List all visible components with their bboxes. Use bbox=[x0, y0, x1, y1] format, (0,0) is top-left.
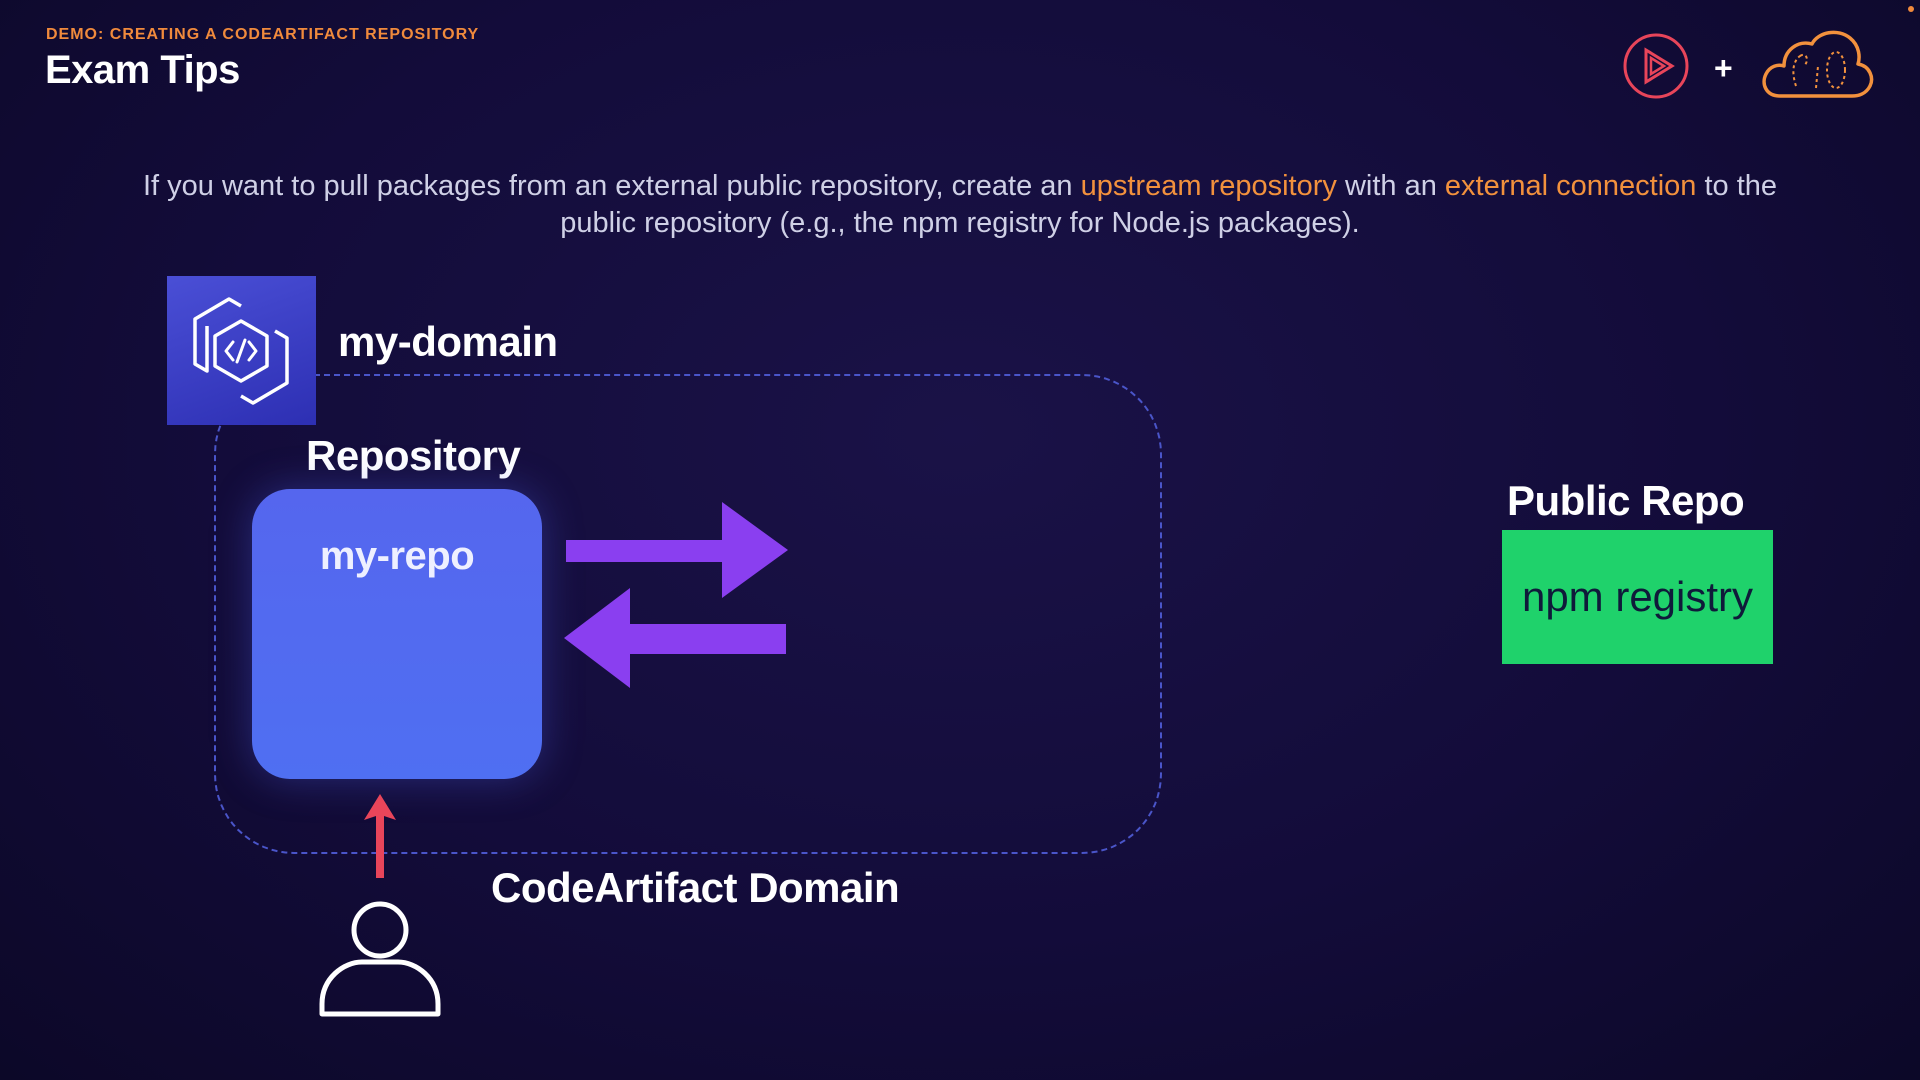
exam-tip-text: If you want to pull packages from an ext… bbox=[120, 168, 1800, 242]
bidirectional-arrows bbox=[564, 502, 788, 688]
tip-text-2: with an bbox=[1336, 170, 1445, 202]
plus-sign: + bbox=[1714, 50, 1733, 86]
tip-text-3: to the public repository (e.g., the npm … bbox=[560, 170, 1778, 239]
repository-label: Repository bbox=[306, 432, 521, 479]
tip-text-1: If you want to pull packages from an ext… bbox=[142, 170, 1081, 202]
repo-name: my-repo bbox=[319, 534, 475, 578]
repository-box: my-repo bbox=[252, 489, 542, 779]
domain-name-label: my-domain bbox=[338, 318, 558, 365]
section-kicker: DEMO: CREATING A CODEARTIFACT REPOSITORY bbox=[46, 26, 480, 43]
page-title: Exam Tips bbox=[45, 48, 240, 92]
pluralsight-play-icon bbox=[1623, 33, 1689, 99]
npm-registry-box: npm registry bbox=[1502, 530, 1773, 664]
user-icon bbox=[319, 901, 441, 1017]
user-access-arrow bbox=[364, 794, 396, 878]
arrow-left bbox=[564, 588, 786, 688]
codeartifact-icon bbox=[167, 276, 316, 425]
tip-highlight-upstream: upstream repository bbox=[1080, 170, 1337, 202]
acloud-guru-cloud-icon bbox=[1762, 30, 1874, 98]
arrow-right bbox=[566, 502, 788, 598]
codeartifact-hexagon-icon bbox=[193, 297, 289, 405]
public-repo-label: Public Repo bbox=[1507, 477, 1745, 524]
npm-registry-label: npm registry bbox=[1521, 573, 1754, 620]
codeartifact-domain-caption: CodeArtifact Domain bbox=[491, 864, 900, 911]
codeartifact-domain-boundary bbox=[214, 374, 1162, 854]
corner-indicator bbox=[1908, 6, 1914, 12]
tip-highlight-external-connection: external connection bbox=[1444, 170, 1697, 202]
